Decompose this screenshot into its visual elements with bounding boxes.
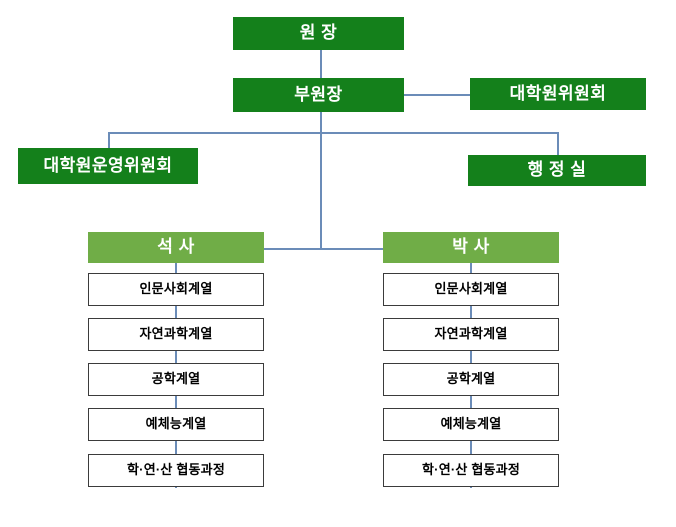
node-doctorate[interactable]: 박 사 [383, 232, 559, 263]
node-masters[interactable]: 석 사 [88, 232, 264, 263]
connector-bus-row3 [108, 132, 558, 134]
node-operating-committee-label: 대학원운영위원회 [43, 155, 173, 175]
leaf-doctorate-0[interactable]: 인문사회계열 [383, 273, 559, 306]
leaf-masters-3[interactable]: 예체능계열 [88, 408, 264, 441]
node-masters-label: 석 사 [157, 237, 195, 257]
node-vice-director[interactable]: 부원장 [233, 78, 404, 112]
node-operating-committee[interactable]: 대학원운영위원회 [18, 148, 198, 184]
connector-bus-to-operating-committee [108, 132, 110, 149]
node-grad-committee[interactable]: 대학원위원회 [470, 78, 646, 110]
connector-bus-row4 [264, 248, 383, 250]
node-admin-office-label: 행 정 실 [527, 160, 587, 180]
leaf-masters-2[interactable]: 공학계열 [88, 363, 264, 396]
connector-director-to-vice [320, 50, 322, 78]
leaf-label: 자연과학계열 [139, 326, 213, 342]
leaf-doctorate-4[interactable]: 학·연·산 협동과정 [383, 454, 559, 487]
leaf-masters-0[interactable]: 인문사회계열 [88, 273, 264, 306]
connector-bus-to-admin-office [557, 132, 559, 155]
leaf-label: 학·연·산 협동과정 [422, 462, 520, 478]
node-grad-committee-label: 대학원위원회 [509, 83, 607, 103]
node-vice-director-label: 부원장 [294, 84, 343, 104]
leaf-label: 공학계열 [446, 371, 496, 387]
node-director-label: 원 장 [299, 23, 338, 43]
connector-vice-down [320, 112, 322, 249]
node-doctorate-label: 박 사 [452, 237, 490, 257]
leaf-label: 인문사회계열 [434, 281, 508, 297]
connector-vice-to-grad-committee [404, 94, 470, 96]
leaf-label: 예체능계열 [145, 416, 207, 432]
leaf-doctorate-1[interactable]: 자연과학계열 [383, 318, 559, 351]
leaf-label: 학·연·산 협동과정 [127, 462, 225, 478]
leaf-label: 예체능계열 [440, 416, 502, 432]
node-director[interactable]: 원 장 [233, 17, 404, 50]
leaf-doctorate-2[interactable]: 공학계열 [383, 363, 559, 396]
leaf-doctorate-3[interactable]: 예체능계열 [383, 408, 559, 441]
leaf-label: 자연과학계열 [434, 326, 508, 342]
leaf-masters-4[interactable]: 학·연·산 협동과정 [88, 454, 264, 487]
leaf-masters-1[interactable]: 자연과학계열 [88, 318, 264, 351]
node-admin-office[interactable]: 행 정 실 [468, 155, 646, 186]
leaf-label: 인문사회계열 [139, 281, 213, 297]
leaf-label: 공학계열 [151, 371, 201, 387]
